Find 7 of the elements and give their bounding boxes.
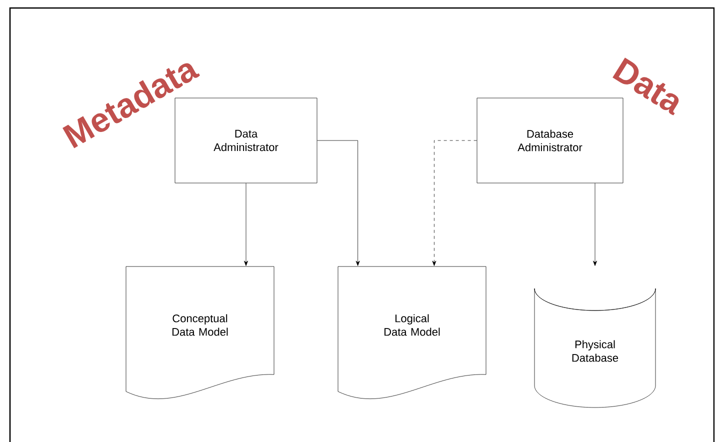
- process-box: Database Administrator: [476, 98, 624, 184]
- database-cylinder: Physical Database: [534, 288, 656, 408]
- arrow: [244, 183, 248, 266]
- arrow: [317, 140, 360, 266]
- arrow: [593, 183, 597, 266]
- arrow: [432, 140, 477, 266]
- process-box: Data Administrator: [174, 98, 318, 184]
